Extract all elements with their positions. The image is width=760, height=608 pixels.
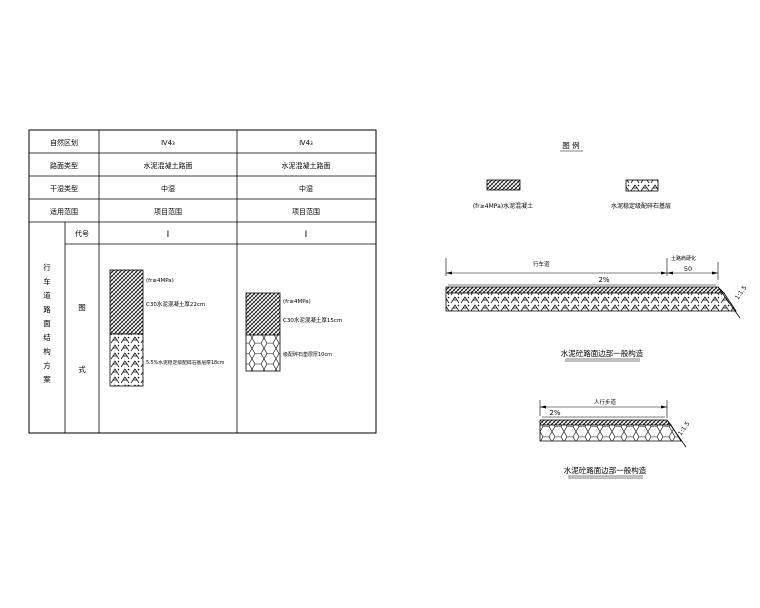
edge-section-carriageway: 行车道 土路肩硬化 50 2% 1:1.5 水泥砼路面边部一般构造 (445, 255, 749, 362)
col2-bottom-layer-label: 级配碎石垫层厚10cm (283, 351, 332, 358)
shoulder-width: 50 (684, 265, 692, 273)
walk-label: 人行步道 (594, 398, 617, 406)
side-title-char: 案 (43, 374, 51, 384)
side-title-char: 行 (43, 262, 51, 272)
gravel-cushion-layer-10cm (245, 334, 281, 372)
side-slope-ratio: 1:1.5 (677, 420, 692, 437)
legend-swatch-stabilized (625, 179, 659, 192)
side-title-char: 方 (43, 360, 51, 370)
row-label-natural-zone: 自然区划 (50, 138, 78, 147)
section2-gravel-layer (539, 424, 682, 442)
side-title-char: 道 (43, 290, 51, 300)
section2-concrete-layer (539, 419, 672, 426)
section1-caption: 水泥砼路面边部一般构造 (561, 348, 644, 358)
legend-label-stabilized: 水泥稳定级配碎石基层 (611, 202, 671, 210)
section2-caption: 水泥砼路面边部一般构造 (564, 465, 647, 475)
legend-label-concrete: (fr≥4MPa)水泥混凝土 (473, 202, 533, 210)
stabilized-base-layer-18cm (109, 333, 144, 387)
concrete-layer-22cm (109, 269, 144, 335)
col1-top-layer-label: C30水泥混凝土厚22cm (146, 300, 205, 308)
slope-pct: 2% (598, 276, 609, 284)
side-title: 行 车 道 路 面 结 构 方 案 (43, 262, 51, 384)
col1-strength-label: (fr≥4MPa) (146, 278, 174, 284)
arrow-head (712, 271, 718, 275)
natural-zone-col1: Ⅳ4₃ (161, 139, 175, 147)
row-label-moisture-type: 干湿类型 (50, 184, 78, 193)
structure-col2: (fr≥4MPa) C30水泥混凝土厚15cm 级配碎石垫层厚10cm (245, 292, 342, 372)
side-title-char: 面 (43, 319, 51, 328)
moisture-type-col1: 中湿 (161, 184, 175, 193)
legend-swatch-concrete (486, 179, 521, 191)
side-slope-line (717, 286, 741, 319)
side-slope-line (666, 419, 687, 448)
side-title-char: 路 (43, 304, 51, 314)
edge-section-sidewalk: 人行步道 2% 1:1.5 水泥砼路面边部一般构造 (539, 398, 692, 479)
pavement-structure-table: 自然区划 Ⅳ4₃ Ⅳ4₃ 路面类型 水泥混凝土路面 水泥混凝土路面 干湿类型 中… (28, 129, 377, 434)
lane-label: 行车道 (533, 260, 550, 268)
legend: 图 例 (fr≥4MPa)水泥混凝土 水泥稳定级配碎石基层 (473, 140, 671, 210)
side-slope-ratio: 1:1.5 (734, 284, 749, 301)
code-col2: I (305, 230, 308, 240)
arrow-head (667, 271, 673, 275)
shoulder-label: 土路肩硬化 (671, 255, 696, 262)
pavement-type-col1: 水泥混凝土路面 (144, 161, 193, 170)
scope-col2: 项目范围 (292, 207, 320, 216)
scope-col1: 项目范围 (154, 207, 182, 216)
slope-pct: 2% (549, 409, 560, 417)
figure-label-char: 图 (78, 303, 86, 312)
arrow-head (540, 405, 546, 409)
col2-strength-label: (fr≥4MPa) (283, 299, 311, 305)
natural-zone-col2: Ⅳ4₃ (299, 139, 313, 147)
side-title-char: 车 (43, 276, 51, 286)
col2-top-layer-label: C30水泥混凝土厚15cm (283, 316, 342, 324)
figure-label-char: 式 (78, 364, 86, 374)
code-col1: I (167, 230, 170, 240)
code-label: 代号 (75, 229, 89, 238)
arrow-head (661, 405, 667, 409)
arrow-head (446, 271, 452, 275)
section1-base-layer (445, 292, 737, 312)
moisture-type-col2: 中湿 (299, 184, 313, 193)
row-label-scope: 适用范围 (50, 207, 78, 216)
side-title-char: 结 (43, 332, 51, 342)
concrete-layer-15cm (245, 292, 281, 336)
structure-col1: (fr≥4MPa) C30水泥混凝土厚22cm 5.5%水泥稳定级配碎石基层厚1… (109, 269, 225, 387)
section1-concrete-layer (445, 286, 725, 294)
col1-bottom-layer-label: 5.5%水泥稳定级配碎石基层厚18cm (146, 359, 225, 366)
row-label-pavement-type: 路面类型 (50, 161, 78, 170)
table-border (28, 129, 377, 434)
legend-title: 图 例 (562, 140, 579, 150)
arrow-head (661, 271, 667, 275)
pavement-type-col2: 水泥混凝土路面 (282, 161, 331, 170)
side-title-char: 构 (43, 346, 51, 356)
